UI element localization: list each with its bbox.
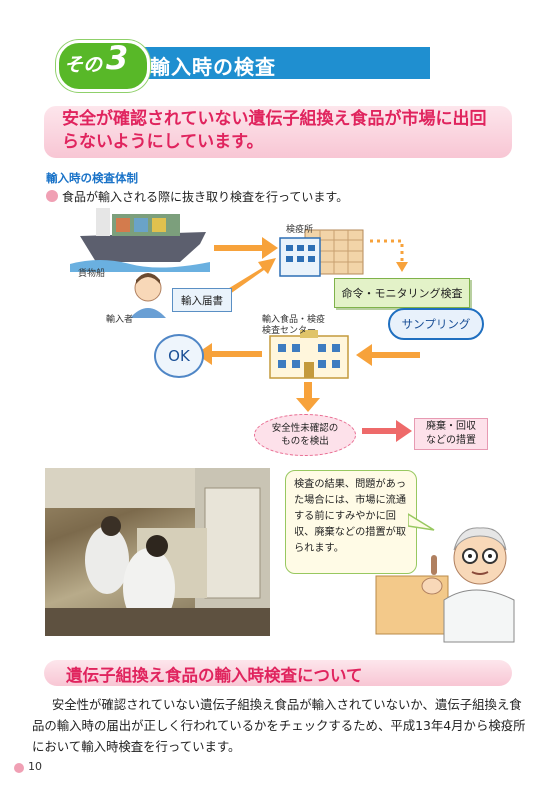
- ship-label: 貨物船: [78, 269, 106, 279]
- importer-person-icon: [130, 273, 166, 318]
- bullet-icon: [46, 190, 58, 202]
- inspection-center-icon: [269, 330, 349, 379]
- headline-text: 安全が確認されていない遺伝子組換え食品が市場に出回らないようにしています。: [62, 109, 487, 152]
- speech-tail-icon: [408, 513, 435, 531]
- subsection-title: 輸入時の検査体制: [46, 171, 138, 185]
- section-badge-number: 3: [106, 39, 129, 77]
- dispose-box: 廃棄・回収 などの措置: [414, 418, 488, 450]
- cargo-ship-icon: [70, 208, 210, 272]
- center-label-line2: 検査センター: [262, 326, 317, 336]
- section2-body: 安全性が確認されていない遺伝子組換え食品が輸入されていないか、遺伝子組換え食品の…: [32, 697, 526, 754]
- import-notice-box: 輸入届書: [172, 288, 232, 312]
- headline-banner: [44, 106, 512, 158]
- arrow-icon: [226, 258, 276, 294]
- arrow-icon: [296, 382, 320, 412]
- arrow-icon: [356, 344, 420, 366]
- dispose-line2: などの措置: [426, 435, 476, 446]
- arrow-icon: [214, 237, 278, 259]
- quarantine-label: 検疫所: [286, 225, 314, 235]
- section-badge: [56, 40, 150, 92]
- section2-title: 遺伝子組換え食品の輸入時検査について: [66, 666, 363, 685]
- laboratory-photo: [45, 468, 270, 636]
- speech-bubble: 検査の結果、問題があった場合には、市場に流通する前にすみやかに回収、廃棄などの措…: [285, 470, 417, 574]
- inspection-flow-diagram: [70, 208, 420, 442]
- section-badge-prefix: その: [64, 54, 103, 76]
- section-header-bar: [140, 47, 430, 79]
- ok-circle: OK: [154, 334, 204, 378]
- section-title: 輸入時の検査: [150, 55, 276, 79]
- center-label-line1: 輸入食品・検疫: [262, 315, 326, 325]
- unsafe-detected-oval: 安全性未確認の ものを検出: [254, 414, 356, 456]
- section2-header-bar: [44, 660, 512, 686]
- arrow-icon: [362, 420, 412, 442]
- bullet-text: 食品が輸入される際に抜き取り検査を行っています。: [62, 190, 349, 204]
- monitoring-order-box: 命令・モニタリング検査: [334, 278, 470, 308]
- page-number: 10: [28, 760, 42, 773]
- unsafe-line1: 安全性未確認の: [271, 423, 339, 434]
- dispose-line1: 廃棄・回収: [426, 421, 476, 432]
- quarantine-office-icon: [279, 229, 364, 277]
- page-number-dot-icon: [14, 763, 24, 773]
- professor-illustration-icon: [375, 527, 515, 643]
- unsafe-line2: ものを検出: [281, 436, 329, 447]
- arrow-icon: [196, 343, 262, 365]
- sampling-pill: サンプリング: [388, 308, 484, 340]
- importer-label: 輸入者: [106, 315, 134, 325]
